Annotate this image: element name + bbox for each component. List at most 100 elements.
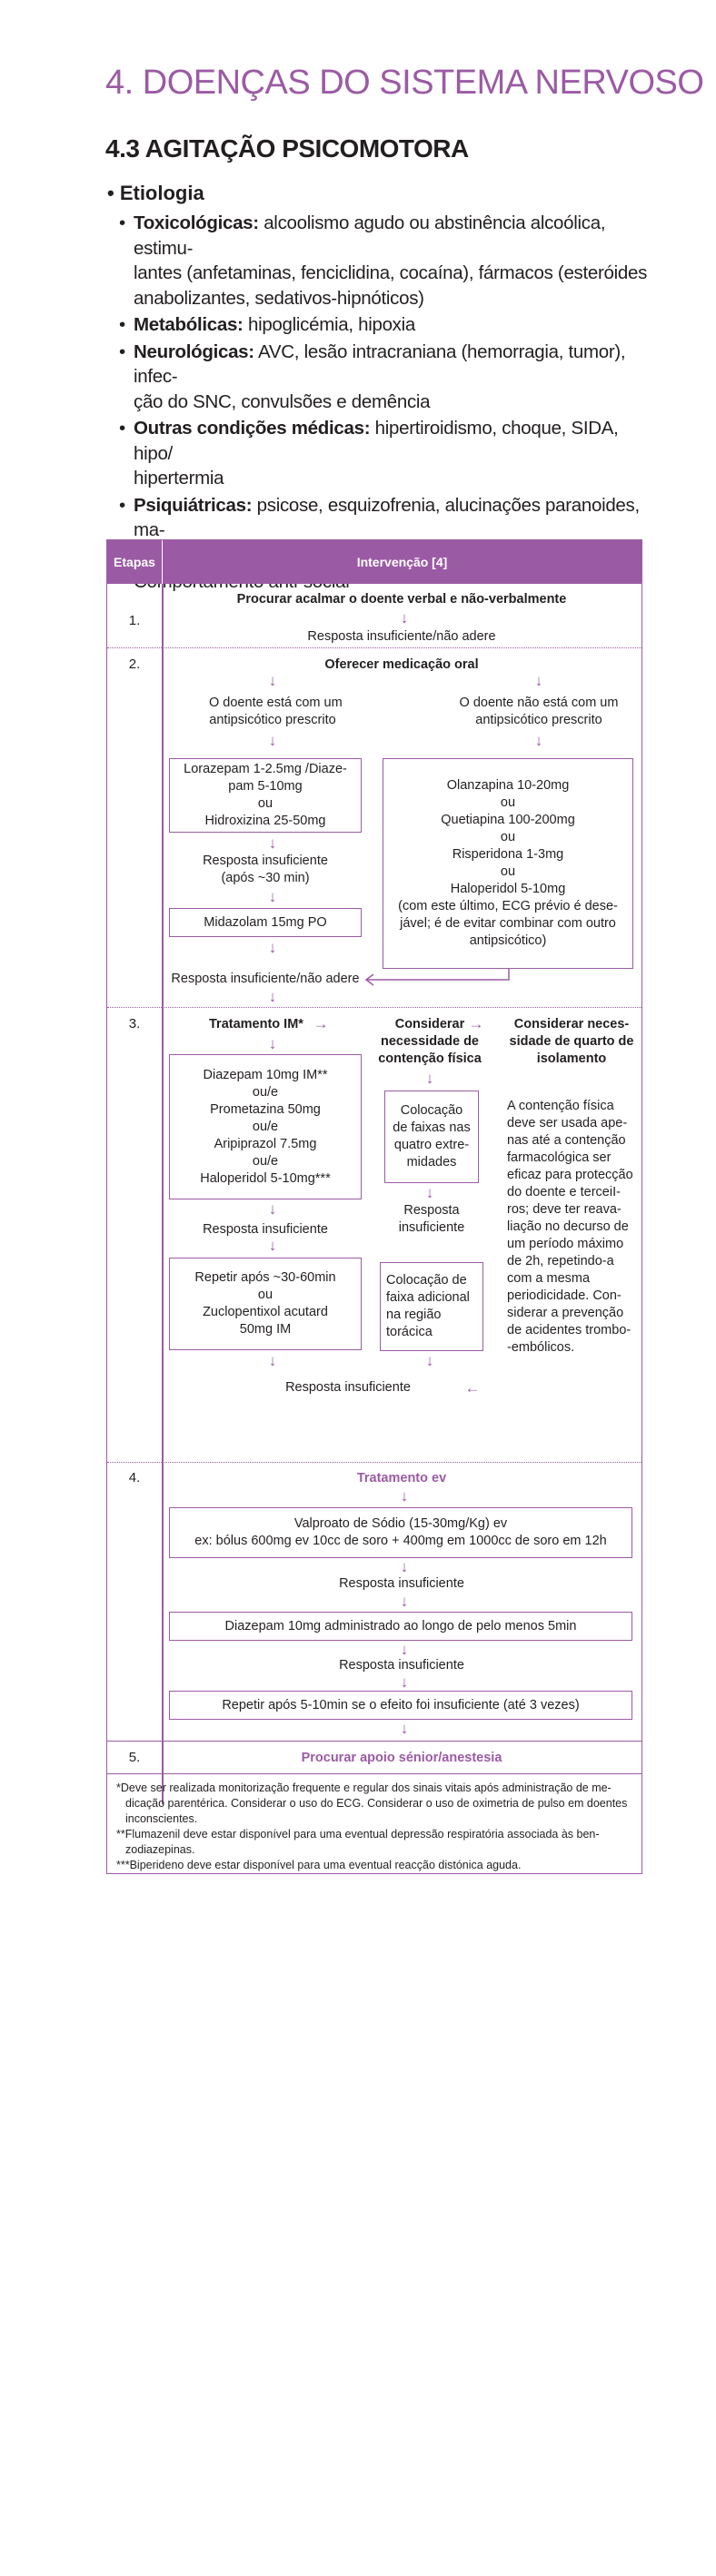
- step-2-left-condition: O doente está com um antipsicótico presc…: [209, 696, 343, 727]
- arrow-right-icon: →: [468, 1015, 484, 1032]
- step-3-repeat-box: Repetir após ~30-60min ou Zuclopentixol …: [169, 1258, 362, 1350]
- footnote-line: dicação parentérica. Considerar o uso do…: [125, 1797, 628, 1810]
- etiology-heading: • Etiologia: [107, 182, 204, 204]
- isolation-text-line: de 2h, repetindo-a: [507, 1254, 614, 1268]
- arrow-down-icon: ↓: [400, 1593, 409, 1610]
- step-2-result: Resposta insuficiente/não adere: [171, 972, 360, 986]
- arrow-down-icon: ↓: [268, 1200, 277, 1218]
- step-4-valproate-box: Valproato de Sódio (15-30mg/Kg) ev ex: b…: [169, 1507, 632, 1558]
- arrow-down-icon: ↓: [400, 1673, 409, 1691]
- arrow-down-icon: ↓: [425, 1352, 434, 1369]
- intervention-table: Etapas Intervenção [4] 1. Procurar acalm…: [106, 539, 642, 1874]
- step-4-number: 4.: [128, 1470, 141, 1485]
- step-2-number: 2.: [128, 656, 141, 672]
- isolation-text-line: deve ser usada ape-: [507, 1116, 628, 1130]
- arrow-down-icon: ↓: [425, 1070, 434, 1087]
- footnote-line: **Flumazenil deve estar disponível para …: [116, 1828, 600, 1841]
- isolation-text-line: eficaz para protecção: [507, 1168, 633, 1182]
- arrow-down-icon: ↓: [534, 672, 543, 689]
- arrow-right-icon: →: [313, 1015, 329, 1032]
- step-4-repeat-box: Repetir após 5-10min se o efeito foi ins…: [169, 1691, 632, 1720]
- arrow-down-icon: ↓: [400, 1720, 409, 1737]
- isolation-text-line: A contenção física: [507, 1099, 614, 1113]
- etiology-text: hipertermia: [134, 468, 224, 489]
- step-3-restraint-result: Resposta insuficiente: [398, 1203, 465, 1235]
- isolation-text-line: do doente e terceiI-: [507, 1185, 621, 1199]
- etiology-text: alcoolismo agudo ou abstinência alcoólic…: [134, 212, 606, 259]
- step-2-right-condition: O doente não está com um antipsicótico p…: [459, 696, 619, 727]
- row-divider: [107, 1773, 641, 1774]
- arrow-down-icon: ↓: [400, 1558, 409, 1575]
- step-2-title: Oferecer medicação oral: [324, 657, 479, 672]
- etiology-item: Neurológicas: AVC, lesão intracraniana (…: [118, 340, 650, 415]
- row-divider: [107, 1007, 641, 1008]
- etiology-text: psicose, esquizofrenia, alucinações para…: [134, 494, 640, 541]
- step-2-left-result: Resposta insuficiente (após ~30 min): [203, 854, 328, 885]
- isolation-text-line: -embólicos.: [507, 1340, 575, 1355]
- table-header: Etapas Intervenção [4]: [107, 540, 641, 584]
- etiology-text: ção do SNC, convulsões e demência: [134, 390, 431, 412]
- arrow-down-icon: ↓: [425, 1184, 434, 1201]
- column-divider: [162, 584, 164, 1804]
- table-footnotes: *Deve ser realizada monitorização freque…: [116, 1781, 634, 1873]
- chapter-title: 4. DOENÇAS DO SISTEMA NERVOSO: [105, 64, 704, 102]
- etiology-item: Toxicológicas: alcoolismo agudo ou absti…: [118, 211, 650, 311]
- etiology-text: hipertiroidismo, choque, SIDA, hipo/: [134, 418, 619, 464]
- isolation-text-line: ros; deve ter reava-: [507, 1202, 622, 1217]
- arrow-down-icon: ↓: [268, 732, 277, 749]
- section-title: 4.3 AGITAÇÃO PSICOMOTORA: [105, 134, 469, 163]
- etiology-text: hipoglicémia, hipoxia: [243, 314, 415, 335]
- step-3-isolation-title: Considerar neces- sidade de quarto de is…: [509, 1017, 634, 1066]
- etiology-term: Outras condições médicas:: [134, 418, 371, 439]
- arrow-down-icon: ↓: [400, 1487, 409, 1505]
- arrow-down-icon: ↓: [268, 888, 277, 905]
- arrow-left-icon: ←: [464, 1379, 481, 1397]
- arrow-down-icon: ↓: [534, 732, 543, 749]
- etiology-text: anabolizantes, sedativos-hipnóticos): [134, 287, 424, 309]
- footnote-line: *Deve ser realizada monitorização freque…: [116, 1781, 612, 1794]
- step-3-restraint-box: Colocação de faixas nas quatro extre- mi…: [384, 1091, 479, 1183]
- isolation-text-line: com a mesma: [507, 1271, 591, 1286]
- step-5-number: 5.: [128, 1750, 141, 1765]
- etiology-text: lantes (anfetaminas, fenciclidina, cocaí…: [134, 262, 648, 283]
- etiology-list: Toxicológicas: alcoolismo agudo ou absti…: [118, 211, 650, 597]
- row-divider: [107, 1462, 641, 1463]
- footnote-line: ***Biperideno deve estar disponível para…: [116, 1859, 522, 1871]
- step-3-im-medication-box: Diazepam 10mg IM** ou/e Prometazina 50mg…: [169, 1054, 362, 1199]
- isolation-text-line: um período máximo: [507, 1237, 624, 1251]
- step-1-result: Resposta insuficiente/não adere: [307, 629, 496, 644]
- step-3-im-result: Resposta insuficiente: [203, 1222, 328, 1237]
- etiology-item: Metabólicas: hipoglicémia, hipoxia: [118, 312, 650, 338]
- footnote-line: zodiazepinas.: [125, 1843, 195, 1856]
- arrow-down-icon: ↓: [268, 1035, 277, 1052]
- row-divider: [107, 1741, 641, 1742]
- etiology-term: Psiquiátricas:: [134, 494, 253, 516]
- step-3-isolation-text: A contenção física deve ser usada ape-nas…: [507, 1098, 633, 1357]
- step-2-merge-arrow: [364, 969, 510, 986]
- arrow-down-icon: ↓: [400, 609, 409, 627]
- arrow-down-icon: ↓: [268, 1237, 277, 1254]
- etiology-term: Toxicológicas:: [134, 212, 259, 233]
- step-4-title: Tratamento ev: [356, 1471, 447, 1485]
- etiology-item: Outras condições médicas: hipertiroidism…: [118, 416, 650, 491]
- column-header-intervencao: Intervenção [4]: [162, 540, 641, 584]
- etiology-text: AVC, lesão intracraniana (hemorragia, tu…: [134, 341, 626, 388]
- etiology-term: Neurológicas:: [134, 341, 254, 362]
- step-2-left-medication-box: Lorazepam 1-2.5mg /Diaze- pam 5-10mg ou …: [169, 758, 362, 833]
- column-header-etapas: Etapas: [114, 555, 155, 569]
- isolation-text-line: nas até a contenção: [507, 1133, 626, 1148]
- step-3-result: Resposta insuficiente: [285, 1380, 411, 1395]
- isolation-text-line: liação no decurso de: [507, 1219, 629, 1234]
- arrow-down-icon: ↓: [268, 939, 277, 956]
- step-3-restraint-title: Considerar necessidade de contenção físi…: [378, 1017, 482, 1066]
- arrow-down-icon: ↓: [400, 1641, 409, 1658]
- arrow-down-icon: ↓: [268, 834, 277, 852]
- row-divider: [107, 647, 641, 648]
- etiology-term: Metabólicas:: [134, 314, 244, 335]
- arrow-down-icon: ↓: [268, 1352, 277, 1369]
- step-2-midazolam-box: Midazolam 15mg PO: [169, 908, 362, 937]
- step-3-thoracic-box: Colocação de faixa adicional na região t…: [380, 1262, 483, 1351]
- isolation-text-line: siderar a prevenção: [507, 1306, 624, 1320]
- arrow-down-icon: ↓: [268, 988, 277, 1005]
- isolation-text-line: de acidentes trombo-: [507, 1323, 631, 1337]
